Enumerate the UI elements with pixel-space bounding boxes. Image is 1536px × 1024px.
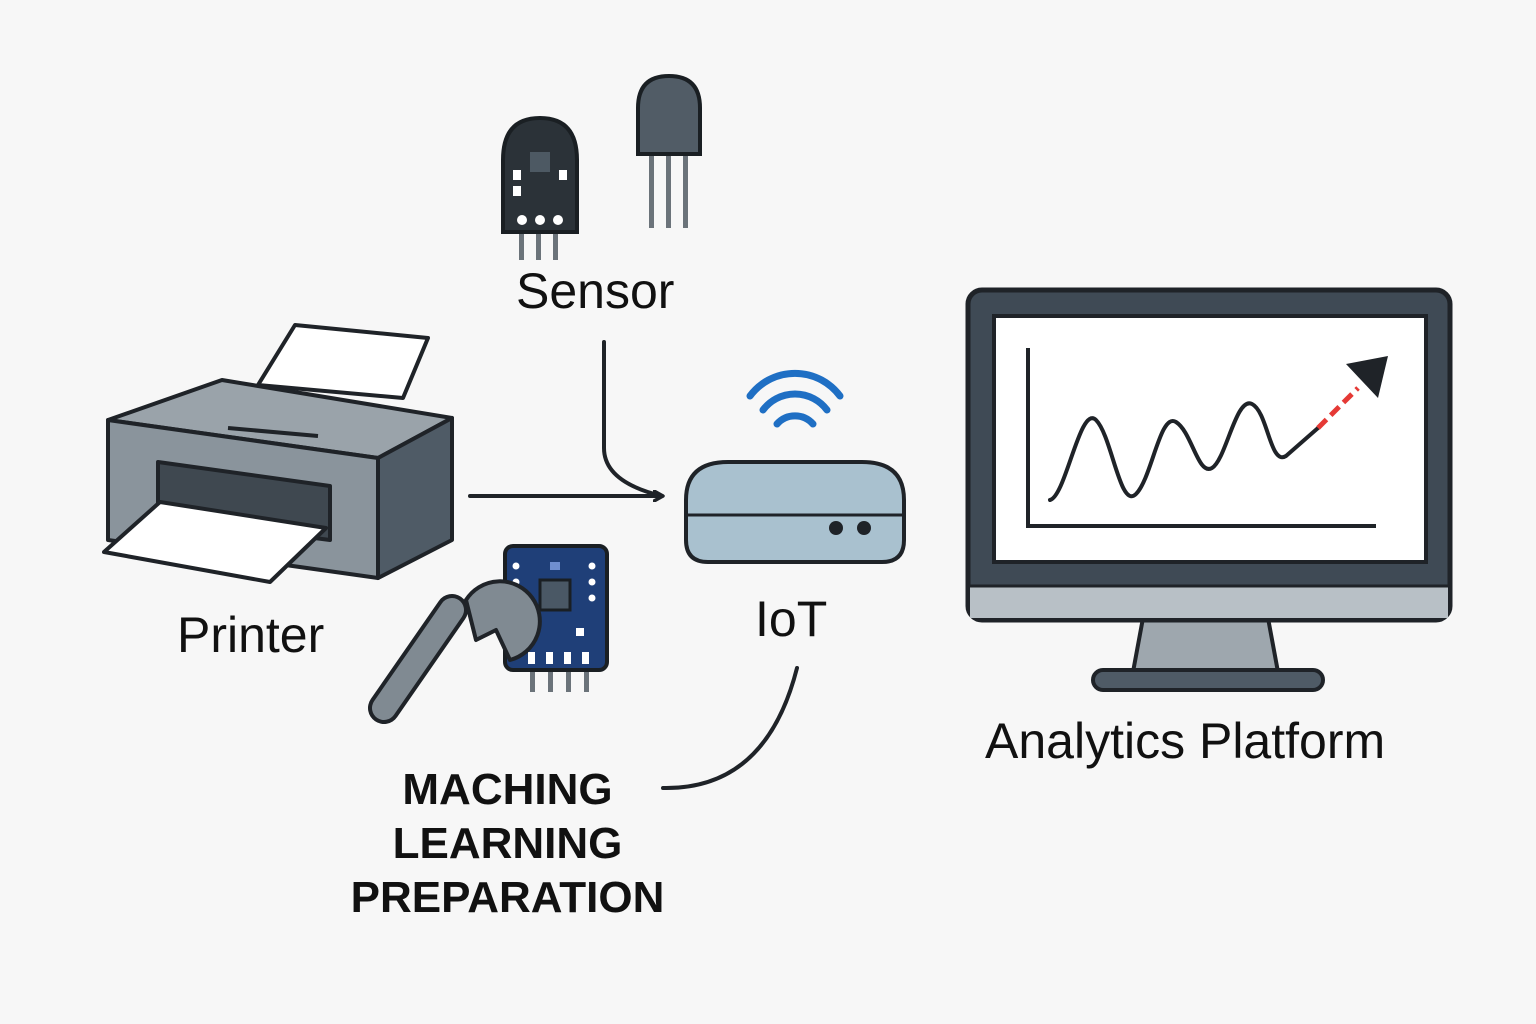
router-icon	[684, 460, 906, 564]
transistor-sensor-icon	[636, 73, 702, 228]
sensor-module-icon	[501, 115, 579, 260]
printer-icon	[102, 323, 454, 584]
wifi-icon	[746, 369, 844, 428]
analytics-platform-label: Analytics Platform	[985, 713, 1386, 769]
ml-label-line-1: MACHING	[402, 765, 613, 814]
iot-label: IoT	[755, 591, 828, 647]
printer-label: Printer	[177, 607, 325, 663]
wrench-icon	[368, 579, 542, 724]
sensor-label: Sensor	[516, 263, 675, 319]
connector-sensor-iot	[602, 340, 664, 498]
ml-label-line-3: PREPARATION	[350, 873, 665, 922]
line-chart-icon	[1026, 348, 1388, 528]
ml-preparation-label: MACHING LEARNING PREPARATION	[340, 763, 675, 925]
ml-label-line-2: LEARNING	[392, 819, 623, 868]
connector-ml-iot	[661, 666, 799, 791]
monitor-icon	[965, 287, 1453, 692]
